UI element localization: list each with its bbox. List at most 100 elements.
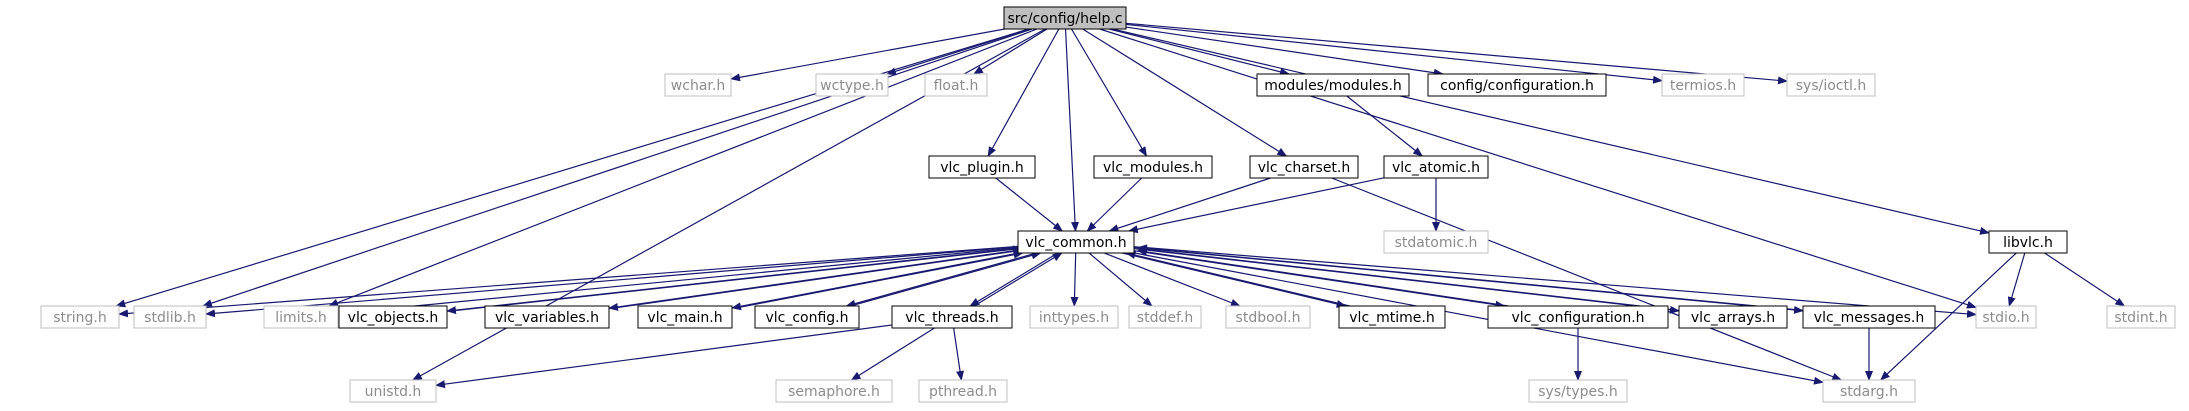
edge-help_c-to-configuration — [1125, 26, 1444, 77]
node-label: pthread.h — [929, 384, 997, 400]
node-label: stdarg.h — [1840, 384, 1898, 400]
node-box — [775, 379, 893, 403]
edge-vlc_threads-to-vlc_common — [973, 252, 1063, 307]
node-vlc_main[interactable]: vlc_main.h — [637, 305, 733, 329]
node-box — [1249, 155, 1359, 179]
edge-vlc_mtime-to-vlc_common — [1125, 251, 1350, 307]
edge-vlc_threads-to-pthread — [953, 327, 964, 381]
edge-help_c-to-vlc_common — [1064, 28, 1080, 232]
node-box — [484, 305, 610, 329]
node-box — [133, 305, 207, 329]
node-box — [1528, 379, 1628, 403]
node-modules[interactable]: modules/modules.h — [1256, 73, 1410, 97]
node-vlc_objects[interactable]: vlc_objects.h — [338, 305, 448, 329]
node-box — [1487, 305, 1669, 329]
node-configuration[interactable]: config/configuration.h — [1427, 73, 1607, 97]
node-label: stddef.h — [1137, 310, 1193, 326]
node-limits: limits.h — [263, 305, 339, 329]
node-label: vlc_configuration.h — [1511, 310, 1644, 326]
edge-vlc_modules-to-vlc_common — [1086, 177, 1143, 232]
node-label: vlc_variables.h — [495, 310, 599, 326]
node-label: vlc_main.h — [647, 310, 722, 326]
edge-vlc_common-to-vlc_threads — [969, 252, 1059, 307]
node-vlc_messages[interactable]: vlc_messages.h — [1802, 305, 1936, 329]
node-label: src/config/help.c — [1007, 11, 1122, 27]
node-label: semaphore.h — [788, 384, 880, 400]
node-label: vlc_threads.h — [905, 310, 998, 326]
node-inttypes: inttypes.h — [1029, 305, 1119, 329]
edge-vlc_common-to-vlc_config — [845, 252, 1037, 308]
node-stdarg: stdarg.h — [1822, 379, 1916, 403]
node-box — [1017, 230, 1135, 254]
node-box — [1225, 305, 1311, 329]
node-box — [1822, 379, 1916, 403]
node-label: vlc_objects.h — [348, 310, 439, 326]
edge-vlc_messages-to-vlc_common — [1137, 244, 1808, 312]
node-libvlc[interactable]: libvlc.h — [1988, 230, 2068, 254]
node-stdlib: stdlib.h — [133, 305, 207, 329]
node-vlc_atomic[interactable]: vlc_atomic.h — [1383, 155, 1489, 179]
node-label: termios.h — [1670, 78, 1736, 94]
node-box — [1988, 230, 2068, 254]
node-box — [1383, 230, 1489, 254]
node-box — [891, 305, 1013, 329]
edge-vlc_common-to-stdlib — [205, 246, 1019, 318]
edge-vlc_main-to-vlc_common — [735, 250, 1024, 309]
node-box — [1383, 155, 1489, 179]
node-box — [1975, 305, 2037, 329]
edge-vlc_plugin-to-vlc_common — [995, 177, 1063, 232]
node-vlc_modules[interactable]: vlc_modules.h — [1093, 155, 1213, 179]
node-box — [1256, 73, 1410, 97]
node-label: sys/types.h — [1538, 384, 1617, 400]
node-box — [349, 379, 437, 403]
edge-libvlc-to-stdarg — [1880, 252, 2017, 381]
node-vlc_arrays[interactable]: vlc_arrays.h — [1678, 305, 1788, 329]
node-vlc_variables[interactable]: vlc_variables.h — [484, 305, 610, 329]
node-vlc_config[interactable]: vlc_config.h — [754, 305, 860, 329]
node-vlc_common[interactable]: vlc_common.h — [1017, 230, 1135, 254]
node-label: vlc_charset.h — [1258, 160, 1351, 176]
node-box — [815, 73, 889, 97]
node-box — [1427, 73, 1607, 97]
edge-vlc_atomic-to-vlc_common — [1127, 177, 1385, 234]
node-box — [1338, 305, 1446, 329]
node-wchar: wchar.h — [664, 73, 732, 97]
node-box — [754, 305, 860, 329]
edge-help_c-to-wchar — [730, 28, 1005, 82]
node-box — [924, 73, 988, 97]
node-label: string.h — [53, 310, 107, 326]
node-systypes: sys/types.h — [1528, 379, 1628, 403]
node-box — [1093, 155, 1213, 179]
edge-vlc_configuration-to-vlc_common — [1137, 248, 1509, 307]
node-help_c[interactable]: src/config/help.c — [1003, 6, 1127, 30]
edge-vlc_common-to-stdbool — [1103, 252, 1241, 307]
node-vlc_charset[interactable]: vlc_charset.h — [1249, 155, 1359, 179]
node-vlc_configuration[interactable]: vlc_configuration.h — [1487, 305, 1669, 329]
node-box — [928, 155, 1036, 179]
node-box — [1128, 305, 1202, 329]
node-box — [1661, 73, 1745, 97]
edge-vlc_threads-to-semaphore — [850, 327, 935, 381]
node-vlc_mtime[interactable]: vlc_mtime.h — [1338, 305, 1446, 329]
edge-vlc_common-to-string — [118, 245, 1019, 318]
node-label: vlc_config.h — [765, 310, 848, 326]
edge-help_c-to-limits — [328, 28, 1038, 307]
edge-help_c-to-vlc_plugin — [987, 28, 1060, 157]
node-label: stdint.h — [2114, 310, 2167, 326]
node-box — [40, 305, 120, 329]
node-box — [1678, 305, 1788, 329]
node-vlc_threads[interactable]: vlc_threads.h — [891, 305, 1013, 329]
edge-vlc_charset-to-vlc_common — [1108, 177, 1271, 232]
node-label: stdlib.h — [144, 310, 196, 326]
node-box — [1802, 305, 1936, 329]
node-sysioctl: sys/ioctl.h — [1786, 73, 1876, 97]
node-box — [918, 379, 1008, 403]
edge-vlc_objects-to-vlc_common — [450, 245, 1023, 312]
node-box — [1003, 6, 1127, 30]
dependency-edges — [115, 22, 2126, 389]
node-label: libvlc.h — [2003, 235, 2053, 251]
node-vlc_plugin[interactable]: vlc_plugin.h — [928, 155, 1036, 179]
node-label: config/configuration.h — [1440, 78, 1594, 94]
